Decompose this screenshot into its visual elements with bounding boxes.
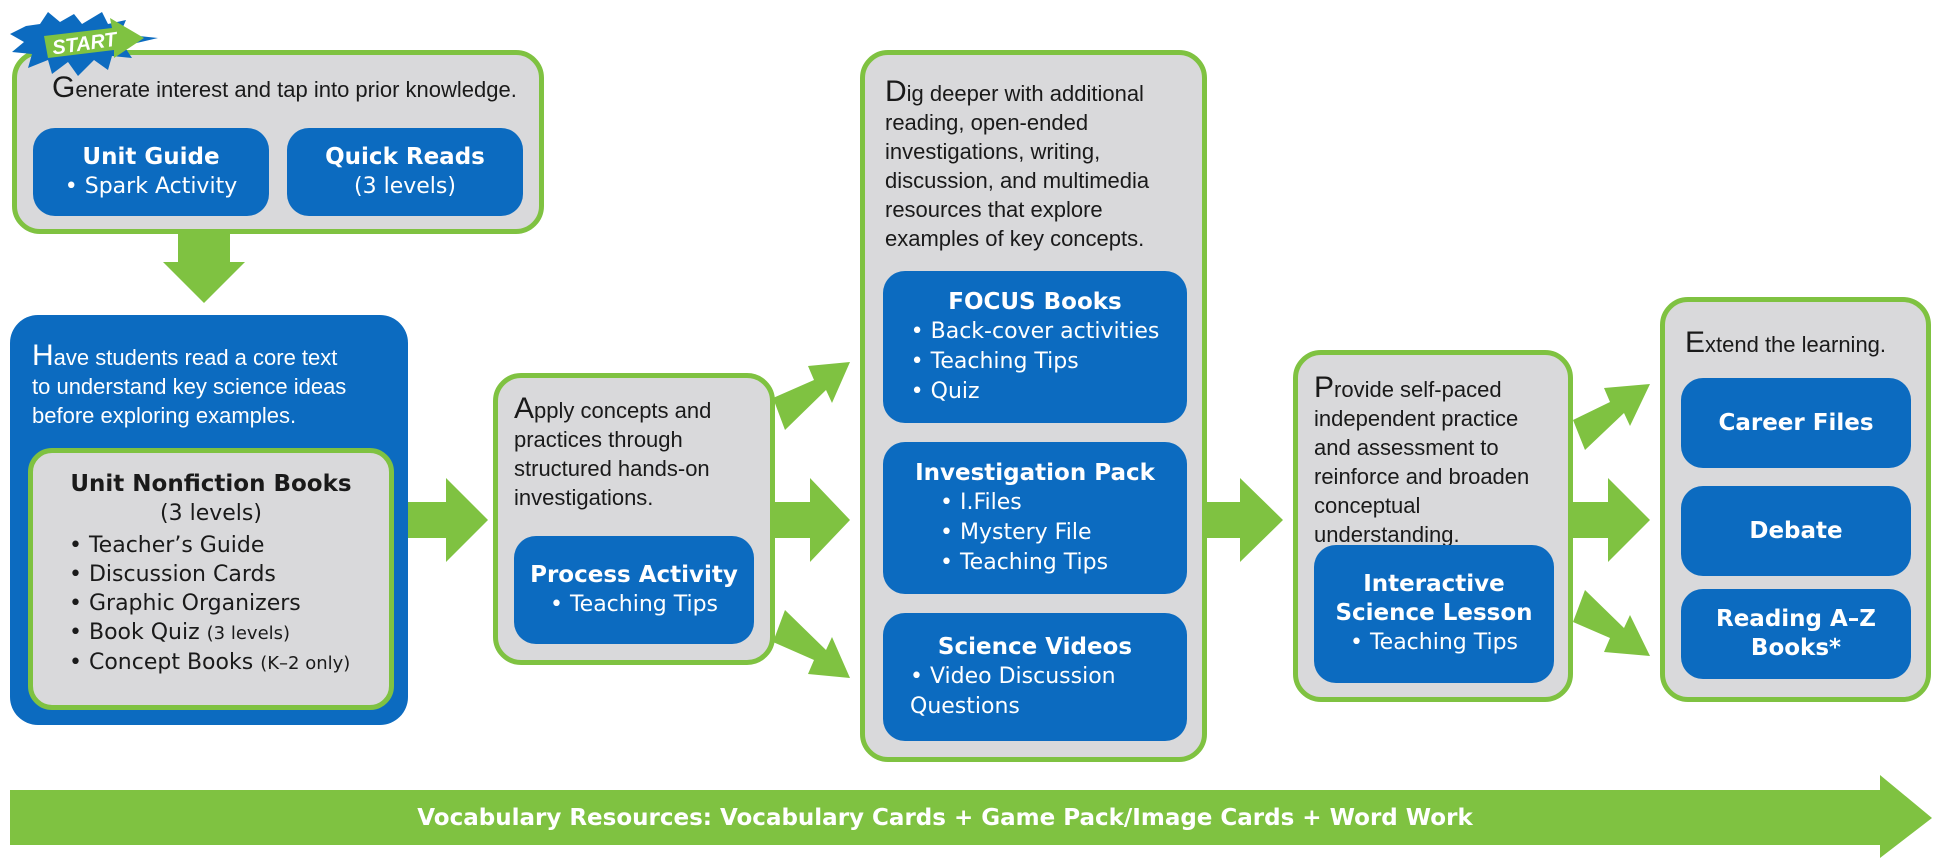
list-item: • Graphic Organizers <box>69 591 301 616</box>
arrow-right-4 <box>1573 478 1650 562</box>
quick-reads-title: Quick Reads <box>325 144 485 170</box>
step4-intro: Dig deeper with additional reading, open… <box>885 75 1150 252</box>
list-item: • Discussion Cards <box>69 562 276 587</box>
list-item: • Concept Books (K–2 only) <box>69 650 351 675</box>
arrow-down <box>163 232 245 303</box>
unit-nonfiction-list: • Teacher’s Guide • Discussion Cards • G… <box>69 531 350 678</box>
list-item: • Book Quiz (3 levels) <box>69 620 291 645</box>
step2-intro: Have students read a core text to unders… <box>32 339 347 429</box>
vocabulary-resources-bar: Vocabulary Resources: Vocabulary Cards +… <box>10 790 1880 845</box>
career-files-card[interactable]: Career Files <box>1681 378 1911 468</box>
investigation-pack-card[interactable]: Investigation Pack I.Files Mystery File … <box>883 442 1187 594</box>
list-item: Quiz <box>911 377 1160 407</box>
start-badge: START <box>10 12 158 76</box>
list-item: Back-cover activities <box>911 317 1160 347</box>
unit-guide-card[interactable]: Unit Guide Spark Activity <box>33 128 269 216</box>
unit-nonfiction-levels: (3 levels) <box>160 501 262 526</box>
arrow-down-right <box>773 610 850 678</box>
process-activity-card[interactable]: Process Activity Teaching Tips <box>514 536 754 644</box>
list-item: • Teacher’s Guide <box>69 533 265 558</box>
step1-panel: Generate interest and tap into prior kno… <box>12 50 544 234</box>
reading-az-books-card[interactable]: Reading A–Z Books* <box>1681 589 1911 679</box>
interactive-science-lesson-card[interactable]: Interactive Science Lesson Teaching Tips <box>1314 545 1554 683</box>
arrow-up-right <box>773 362 850 430</box>
step2-panel: Have students read a core text to unders… <box>10 315 408 725</box>
step6-panel: Extend the learning. Career Files Debate… <box>1660 297 1931 702</box>
list-item: Video Discussion Questions <box>910 662 1160 722</box>
science-videos-title: Science Videos <box>937 634 1133 660</box>
step5-intro: Provide self-paced independent practice … <box>1314 371 1530 548</box>
reading-az-books-title: Reading A–Z Books* <box>1715 606 1876 661</box>
list-item: Spark Activity <box>65 172 237 202</box>
process-activity-title: Process Activity <box>530 562 738 588</box>
list-item: Teaching Tips <box>1350 628 1518 658</box>
list-item: I.Files <box>940 488 1130 518</box>
unit-nonfiction-card[interactable]: Unit Nonfiction Books (3 levels) • Teach… <box>28 448 394 710</box>
footer-arrow-shape <box>10 775 1932 858</box>
quick-reads-levels: (3 levels) <box>354 174 456 199</box>
focus-books-title: FOCUS Books <box>948 289 1122 315</box>
arrow-right-3 <box>1207 478 1283 562</box>
step5-panel: Provide self-paced independent practice … <box>1293 350 1573 702</box>
vocabulary-resources-label: Vocabulary Resources: Vocabulary Cards +… <box>417 804 1473 831</box>
start-arrow-shape <box>44 18 144 58</box>
step6-intro: Extend the learning. <box>1685 326 1887 359</box>
science-videos-card[interactable]: Science Videos Video Discussion Question… <box>883 613 1187 741</box>
focus-books-card[interactable]: FOCUS Books Back-cover activities Teachi… <box>883 271 1187 423</box>
investigation-pack-title: Investigation Pack <box>915 460 1155 486</box>
list-item: Teaching Tips <box>911 347 1160 377</box>
step3-panel: Apply concepts and practices through str… <box>493 373 775 665</box>
arrow-right-2 <box>773 478 850 562</box>
debate-title: Debate <box>1749 518 1843 544</box>
unit-guide-title: Unit Guide <box>82 144 220 170</box>
unit-nonfiction-title: Unit Nonfiction Books <box>70 471 352 497</box>
list-item: Teaching Tips <box>940 548 1130 578</box>
step4-panel: Dig deeper with additional reading, open… <box>860 50 1207 762</box>
arrow-down-right-2 <box>1573 590 1650 656</box>
interactive-science-lesson-title: Interactive Science Lesson <box>1335 571 1533 626</box>
list-item: Teaching Tips <box>550 590 718 620</box>
debate-card[interactable]: Debate <box>1681 486 1911 576</box>
step1-intro: Generate interest and tap into prior kno… <box>52 71 517 104</box>
arrow-right-1 <box>407 478 488 562</box>
career-files-title: Career Files <box>1718 410 1874 436</box>
arrow-up-right-2 <box>1573 384 1650 450</box>
quick-reads-card[interactable]: Quick Reads (3 levels) <box>287 128 523 216</box>
step3-intro: Apply concepts and practices through str… <box>514 392 712 511</box>
list-item: Mystery File <box>940 518 1130 548</box>
